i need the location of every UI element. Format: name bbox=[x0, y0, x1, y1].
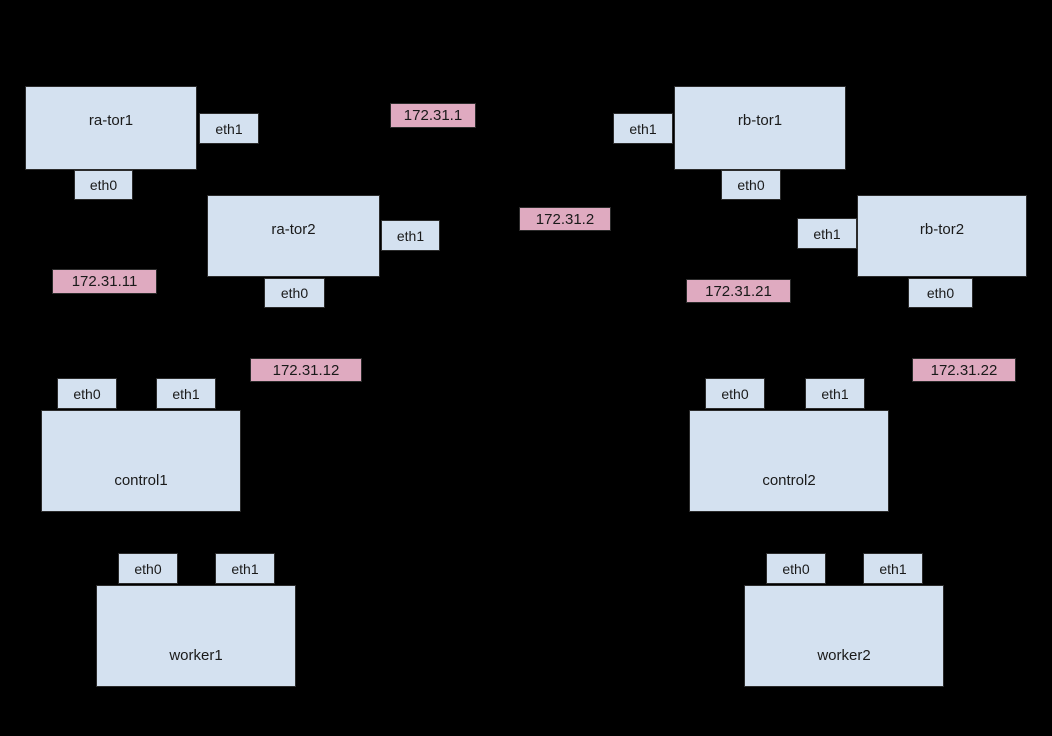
interface-worker1-eth0[interactable]: eth0 bbox=[118, 553, 178, 584]
ip-label-ip-172-31-1: 172.31.1 bbox=[390, 103, 476, 128]
ip-label-ip-172-31-21: 172.31.21 bbox=[686, 279, 791, 303]
interface-worker2-eth1[interactable]: eth1 bbox=[863, 553, 923, 584]
interface-ra-tor2-eth0[interactable]: eth0 bbox=[264, 278, 325, 308]
interface-control1-eth1[interactable]: eth1 bbox=[156, 378, 216, 409]
node-rb-tor1[interactable]: rb-tor1 bbox=[674, 86, 846, 170]
node-control1[interactable]: control1 bbox=[41, 410, 241, 512]
node-label: rb-tor1 bbox=[737, 112, 783, 129]
interface-rb-tor2-eth1[interactable]: eth1 bbox=[797, 218, 857, 249]
interface-control1-eth0[interactable]: eth0 bbox=[57, 378, 117, 409]
node-label: worker2 bbox=[817, 646, 871, 664]
node-label: rb-tor2 bbox=[919, 221, 965, 238]
interface-control2-eth1[interactable]: eth1 bbox=[805, 378, 865, 409]
node-label: ra-tor1 bbox=[88, 112, 134, 129]
interface-ra-tor2-eth1[interactable]: eth1 bbox=[381, 220, 440, 251]
node-rb-tor2[interactable]: rb-tor2 bbox=[857, 195, 1027, 277]
interface-rb-tor2-eth0[interactable]: eth0 bbox=[908, 278, 973, 308]
node-worker1[interactable]: worker1 bbox=[96, 585, 296, 687]
node-ra-tor1[interactable]: ra-tor1 bbox=[25, 86, 197, 170]
ip-label-ip-172-31-12: 172.31.12 bbox=[250, 358, 362, 382]
node-label: control1 bbox=[114, 471, 168, 489]
node-worker2[interactable]: worker2 bbox=[744, 585, 944, 687]
node-label: ra-tor2 bbox=[271, 221, 316, 238]
interface-ra-tor1-eth0[interactable]: eth0 bbox=[74, 170, 133, 200]
interface-control2-eth0[interactable]: eth0 bbox=[705, 378, 765, 409]
interface-worker2-eth0[interactable]: eth0 bbox=[766, 553, 826, 584]
ip-label-ip-172-31-11: 172.31.11 bbox=[52, 269, 157, 294]
node-label: worker1 bbox=[169, 646, 223, 664]
node-ra-tor2[interactable]: ra-tor2 bbox=[207, 195, 380, 277]
interface-ra-tor1-eth1[interactable]: eth1 bbox=[199, 113, 259, 144]
interface-rb-tor1-eth0[interactable]: eth0 bbox=[721, 170, 781, 200]
ip-label-ip-172-31-22: 172.31.22 bbox=[912, 358, 1016, 382]
node-label: control2 bbox=[762, 471, 816, 489]
interface-rb-tor1-eth1[interactable]: eth1 bbox=[613, 113, 673, 144]
node-control2[interactable]: control2 bbox=[689, 410, 889, 512]
ip-label-ip-172-31-2: 172.31.2 bbox=[519, 207, 611, 231]
interface-worker1-eth1[interactable]: eth1 bbox=[215, 553, 275, 584]
